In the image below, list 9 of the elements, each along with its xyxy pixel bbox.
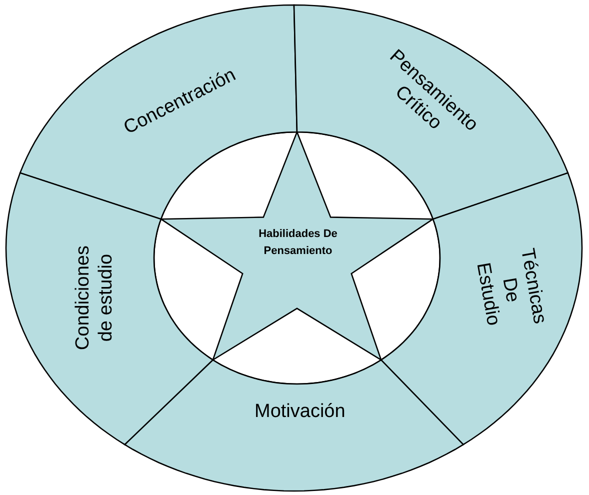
ring-segment (5, 172, 214, 446)
ring-segment (19, 4, 298, 220)
star-label: Habilidades De Pensamiento (258, 227, 338, 260)
segment-label: Condiciones de estudio (72, 246, 117, 350)
ring-segment (124, 359, 464, 492)
segment-label: Motivación (254, 400, 346, 424)
ring-segment (293, 4, 569, 220)
segment-label: Técnicas De Estudio (472, 246, 550, 330)
ring-segment (380, 172, 583, 446)
